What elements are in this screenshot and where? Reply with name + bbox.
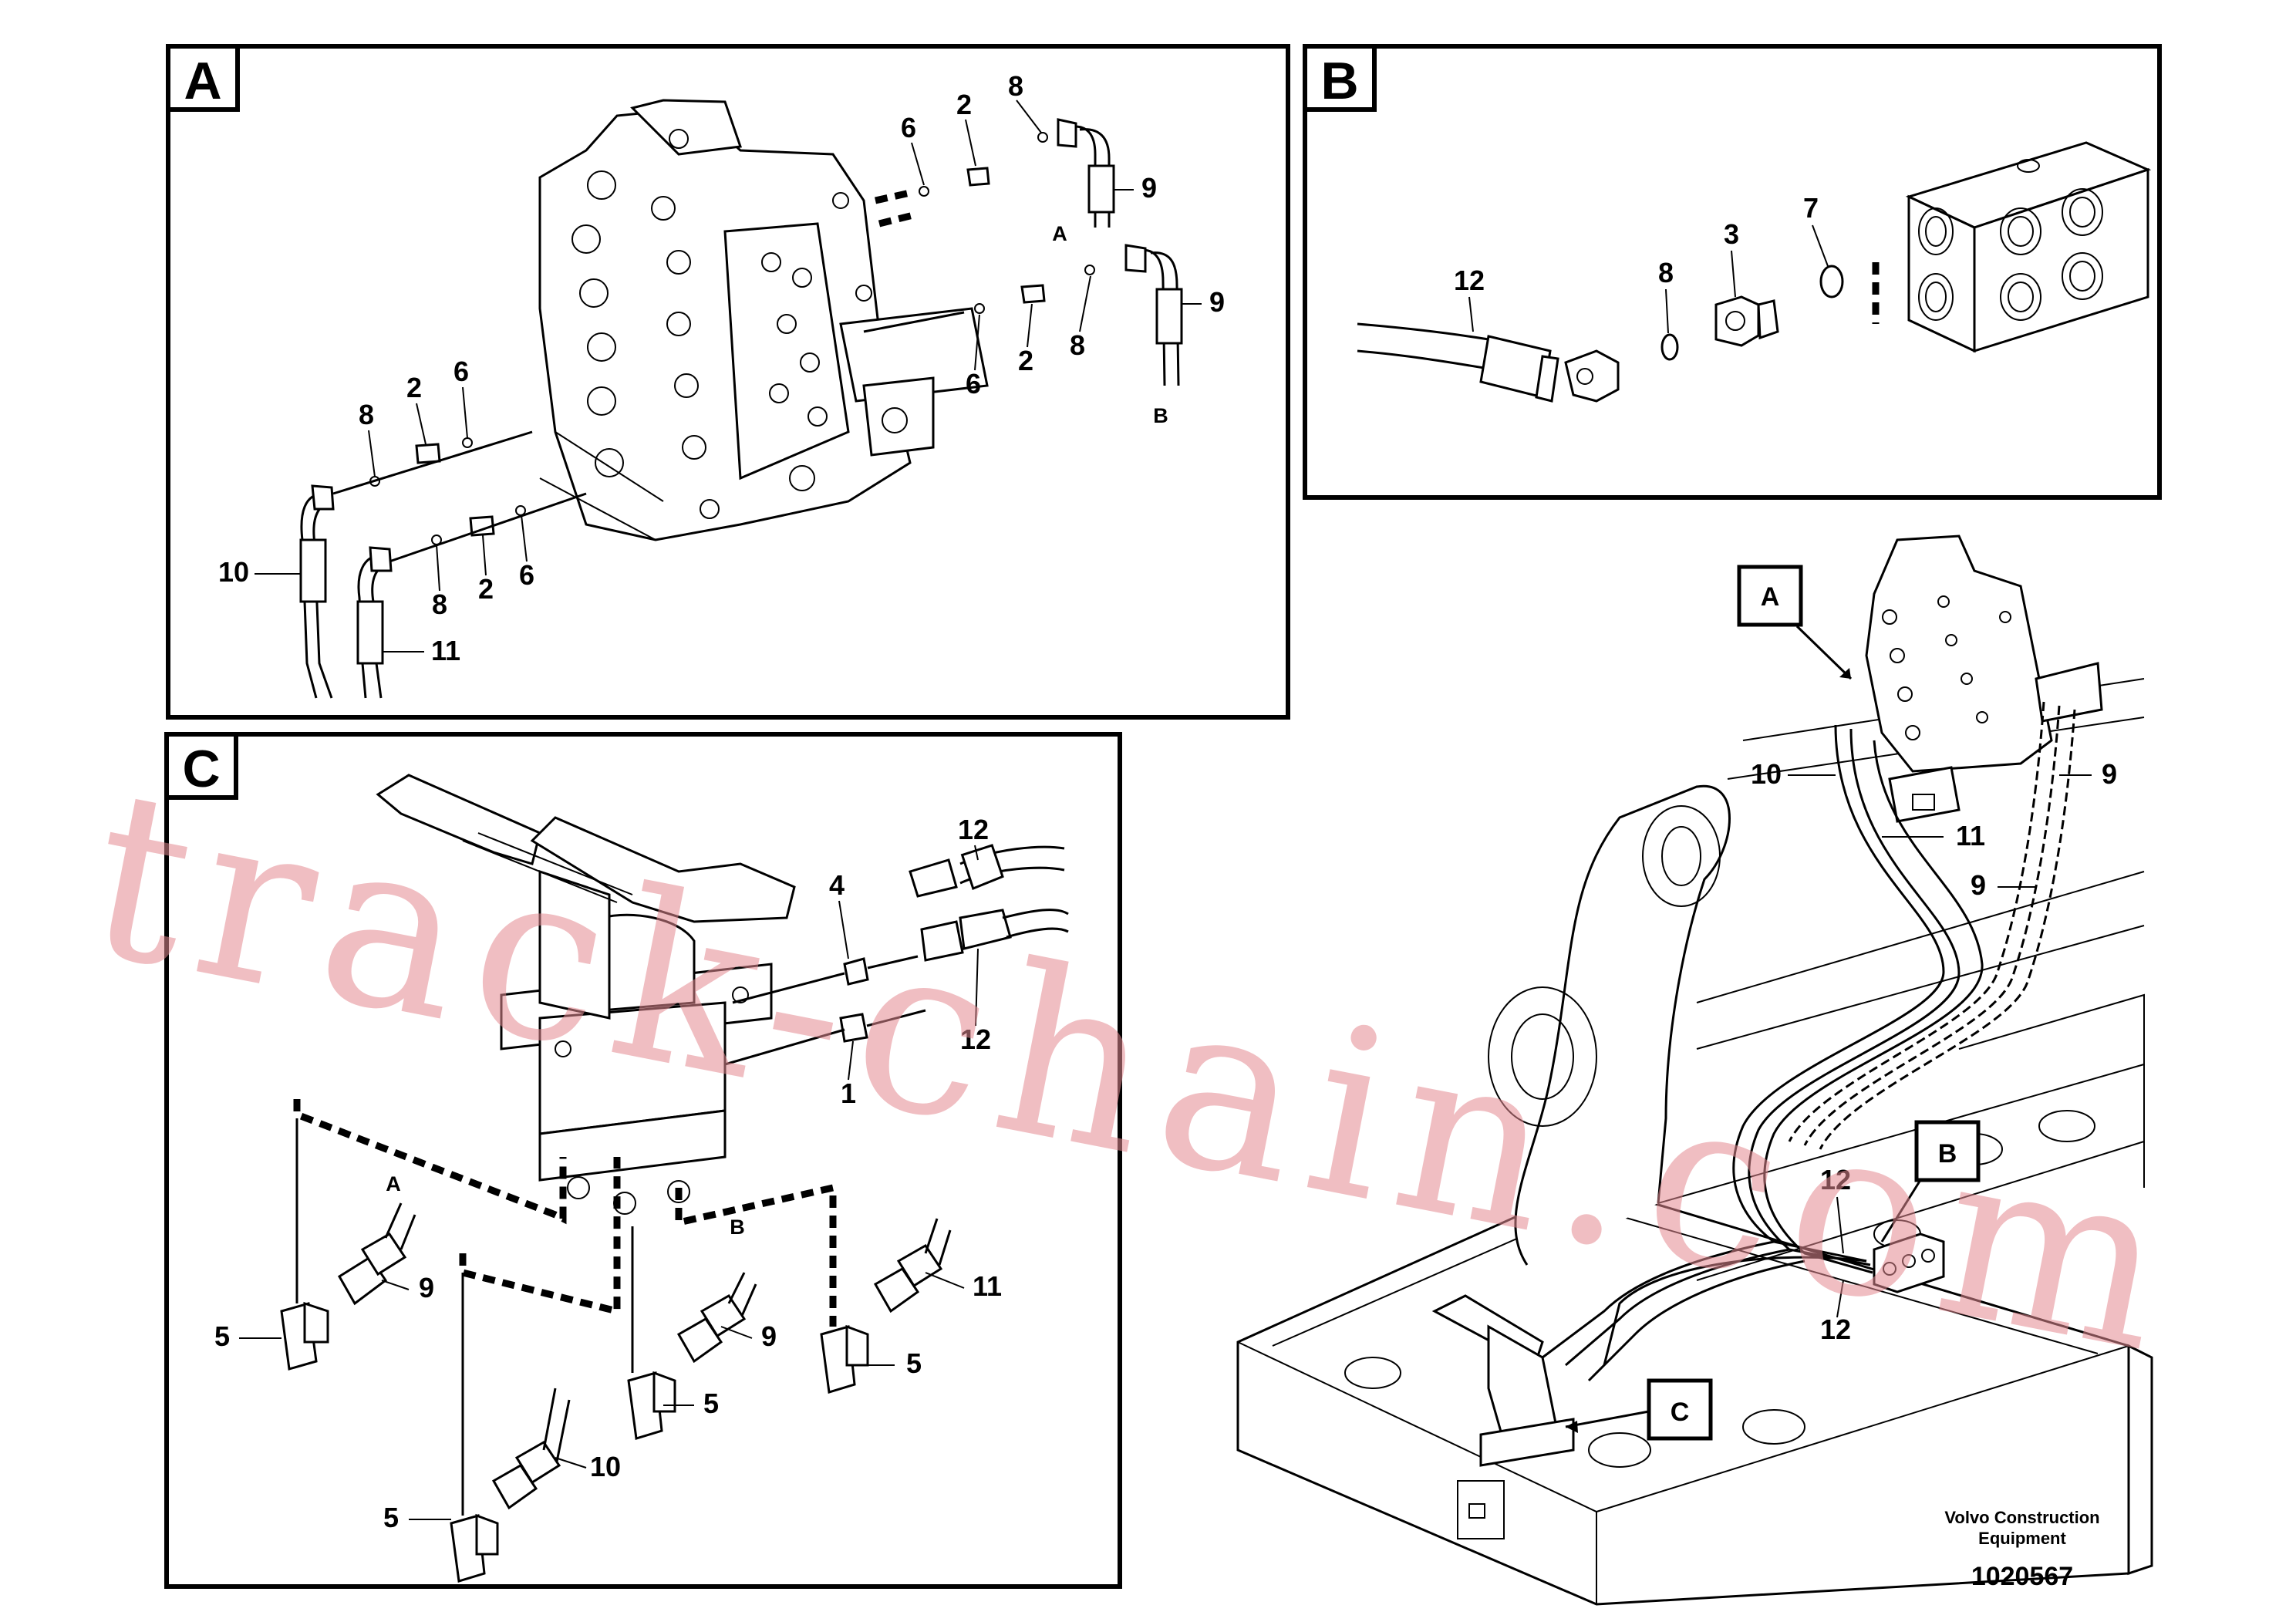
panel-b-label: B — [1320, 52, 1358, 110]
callout: 1 — [841, 1077, 856, 1109]
manifold-block — [1905, 141, 2152, 353]
travel-pedal-valve — [376, 774, 796, 1215]
callout: 4 — [829, 869, 845, 901]
port-label: A — [1052, 222, 1067, 245]
overview-callouts: 10 9 11 9 12 12 — [1751, 758, 2117, 1345]
callout: 8 — [1070, 329, 1085, 361]
title-block: Volvo Construction Equipment 1020567 — [1944, 1508, 2099, 1591]
callout: 3 — [1724, 218, 1739, 250]
hose-11 — [873, 1218, 952, 1313]
callout: 2 — [1018, 345, 1033, 376]
callout: 2 — [406, 372, 422, 403]
callout: 9 — [2102, 758, 2117, 790]
callout: 5 — [906, 1347, 922, 1379]
callout: 12 — [960, 1023, 991, 1055]
hose-assembly-11 — [356, 492, 587, 699]
hose-9-a — [337, 1202, 416, 1306]
panel-a-label: A — [184, 52, 221, 110]
drawing-number: 1020567 — [1971, 1562, 2073, 1591]
callout: 6 — [519, 559, 534, 591]
panel-b: B — [1303, 44, 2162, 500]
overview-marker-b: B — [1880, 1120, 1981, 1243]
panel-c: C — [164, 732, 1122, 1589]
callout: 12 — [958, 814, 989, 845]
callout: 6 — [966, 368, 981, 400]
callout: 12 — [1454, 265, 1485, 296]
svg-text:B: B — [1938, 1139, 1957, 1168]
callout: 2 — [956, 89, 972, 120]
port-label: B — [730, 1216, 745, 1239]
elbow-fitting-5-c — [820, 1324, 869, 1394]
callout: 9 — [1209, 286, 1225, 318]
callout: 10 — [218, 556, 249, 588]
callout: 5 — [383, 1502, 399, 1533]
elbow-fitting-5-a — [280, 1118, 329, 1371]
hose-10 — [491, 1388, 571, 1510]
hose-assembly-9-lower — [863, 244, 1183, 386]
callout: 8 — [1008, 70, 1023, 102]
elbow-fitting-5-d — [450, 1273, 499, 1583]
callout: 12 — [1820, 1313, 1851, 1345]
machine-overview: A B C 10 9 11 9 12 12 — [1236, 534, 2153, 1606]
o-ring-7 — [1819, 265, 1844, 298]
callout: 11 — [973, 1270, 1002, 1302]
svg-text:C: C — [1671, 1398, 1690, 1427]
hose-assembly-12-top — [724, 844, 1069, 1066]
panel-a-callouts: 6 2 8 9 A 9 8 2 6 B 8 2 6 10 8 — [218, 70, 1225, 666]
hose-9-b — [676, 1272, 757, 1364]
callout: 8 — [1658, 257, 1674, 288]
panel-c-callouts: 12 4 12 1 A B 9 5 9 5 11 5 10 5 — [214, 814, 1002, 1533]
company-line-2: Equipment — [1978, 1529, 2066, 1548]
port-label: A — [386, 1172, 401, 1195]
callout: 8 — [359, 399, 374, 430]
callout: 8 — [432, 588, 447, 620]
callout: 2 — [478, 573, 494, 605]
company-line-1: Volvo Construction — [1944, 1508, 2099, 1527]
callout: 9 — [1141, 172, 1157, 204]
callout: 7 — [1803, 192, 1819, 224]
overview-marker-a: A — [1737, 565, 1853, 680]
callout: 9 — [1971, 869, 1986, 901]
callout: 10 — [590, 1451, 621, 1482]
callout: 12 — [1820, 1164, 1851, 1195]
callout: 10 — [1751, 758, 1782, 790]
callout: 5 — [703, 1388, 719, 1419]
callout: 5 — [214, 1320, 230, 1352]
panel-b-callouts: 12 8 3 7 — [1454, 192, 1829, 334]
callout: 9 — [761, 1320, 777, 1352]
overview-marker-c: C — [1565, 1378, 1713, 1441]
port-label: B — [1153, 404, 1168, 427]
panel-c-label: C — [182, 740, 220, 798]
callout: 11 — [431, 635, 460, 666]
hose-bundle — [1542, 701, 2076, 1382]
hose-assembly-9-upper — [875, 118, 1115, 228]
o-ring-8 — [1660, 333, 1679, 361]
elbow-fitting-5-b — [627, 1226, 676, 1440]
callout: 9 — [419, 1272, 434, 1303]
callout: 11 — [1956, 820, 1985, 851]
hose-assembly-10 — [299, 430, 533, 699]
adapter-3 — [1714, 295, 1779, 347]
control-valve-drawing — [538, 99, 989, 541]
svg-text:A: A — [1761, 582, 1780, 612]
panel-a: A — [166, 44, 1290, 720]
hose-assembly-12 — [1357, 322, 1620, 403]
callout: 6 — [453, 356, 469, 387]
callout: 6 — [901, 112, 916, 143]
